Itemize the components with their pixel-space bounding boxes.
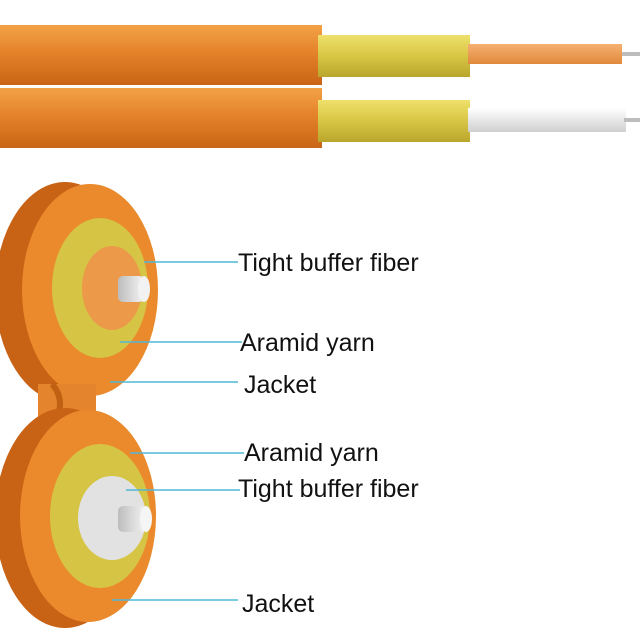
upper-cable-side [0,25,640,85]
lower-buffer [78,476,146,560]
label-upper-jacket: Jacket [244,371,316,399]
lower-aramid-segment [318,100,470,142]
upper-jacket-segment [0,25,322,85]
callout-labels: Tight buffer fiber Aramid yarn Jacket Ar… [238,249,419,618]
lower-core-tip [140,506,152,532]
label-lower-aramid: Aramid yarn [244,439,379,467]
label-upper-tight-buffer: Tight buffer fiber [238,249,419,277]
lower-cable-side [0,88,640,148]
cross-section-view [0,182,158,628]
lower-cable-section [0,408,156,628]
side-view [0,25,640,148]
label-lower-tight-buffer: Tight buffer fiber [238,475,419,503]
upper-fiber-segment [468,44,622,64]
label-lower-jacket: Jacket [242,590,314,618]
upper-core [118,276,144,302]
lower-fiber-segment [468,108,626,132]
callout-lines [110,261,244,601]
upper-core-tip [138,276,150,302]
label-upper-aramid: Aramid yarn [240,329,375,357]
lower-core [118,506,146,532]
upper-aramid-segment [318,35,470,77]
lower-jacket-segment [0,88,322,148]
upper-buffer [82,246,142,330]
upper-cable-section [0,182,158,402]
